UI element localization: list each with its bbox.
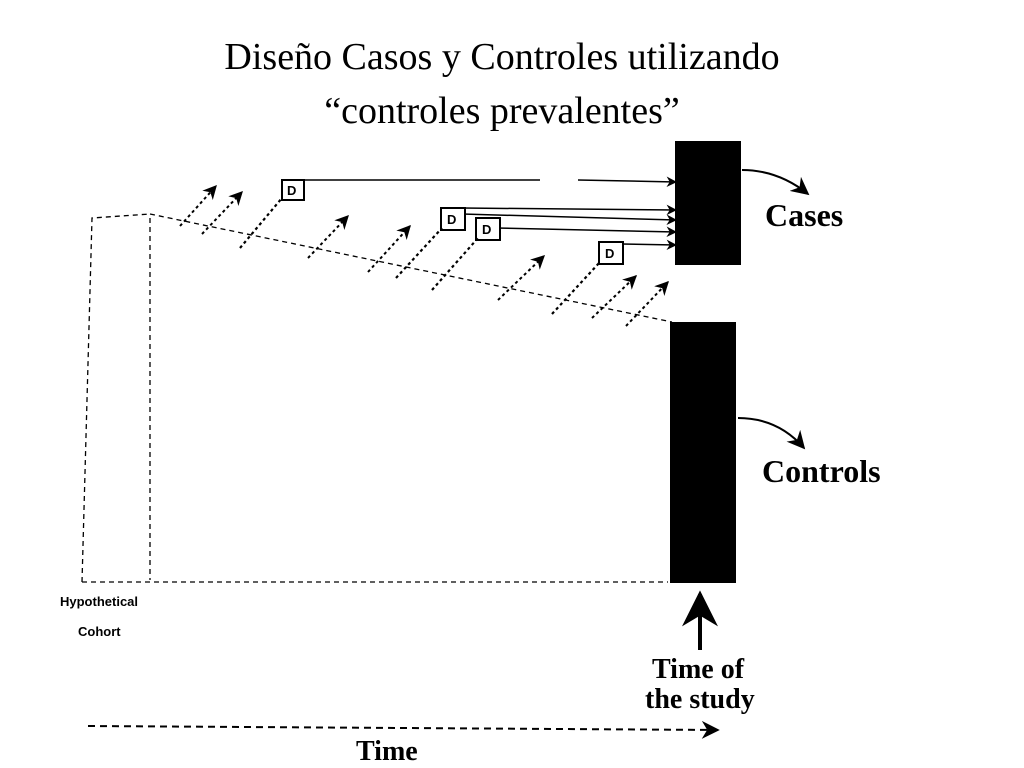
study-time-label-line-1: Time of <box>652 654 745 685</box>
disease-marker-text: D <box>447 212 456 227</box>
disease-marker-text: D <box>605 246 614 261</box>
cases-curved-arrow <box>741 169 810 196</box>
cohort-outline <box>81 213 673 583</box>
time-axis-arrow <box>87 720 720 739</box>
time-axis-label: Time <box>356 736 418 767</box>
disease-marker-3: D <box>475 217 501 241</box>
slide-title-line-2: “controles prevalentes” <box>324 90 680 132</box>
cohort-label-line-2: Cohort <box>78 624 121 639</box>
disease-marker-4: D <box>598 241 624 265</box>
disease-marker-text: D <box>482 222 491 237</box>
disease-arrows <box>305 176 678 251</box>
cases-population-bar <box>675 141 741 265</box>
controls-curved-arrow <box>737 417 806 450</box>
study-time-label-line-2: the study <box>645 684 755 715</box>
controls-population-bar <box>670 322 736 583</box>
slide-title-line-1: Diseño Casos y Controles utilizando <box>224 36 780 78</box>
disease-marker-text: D <box>287 183 296 198</box>
disease-trajectories <box>239 197 601 315</box>
healthy-trajectories <box>179 184 669 327</box>
cohort-label-line-1: Hypothetical <box>60 594 138 609</box>
controls-label: Controls <box>762 453 881 489</box>
cases-label: Cases <box>765 197 843 233</box>
disease-marker-1: D <box>281 179 305 201</box>
disease-marker-2: D <box>440 207 466 231</box>
